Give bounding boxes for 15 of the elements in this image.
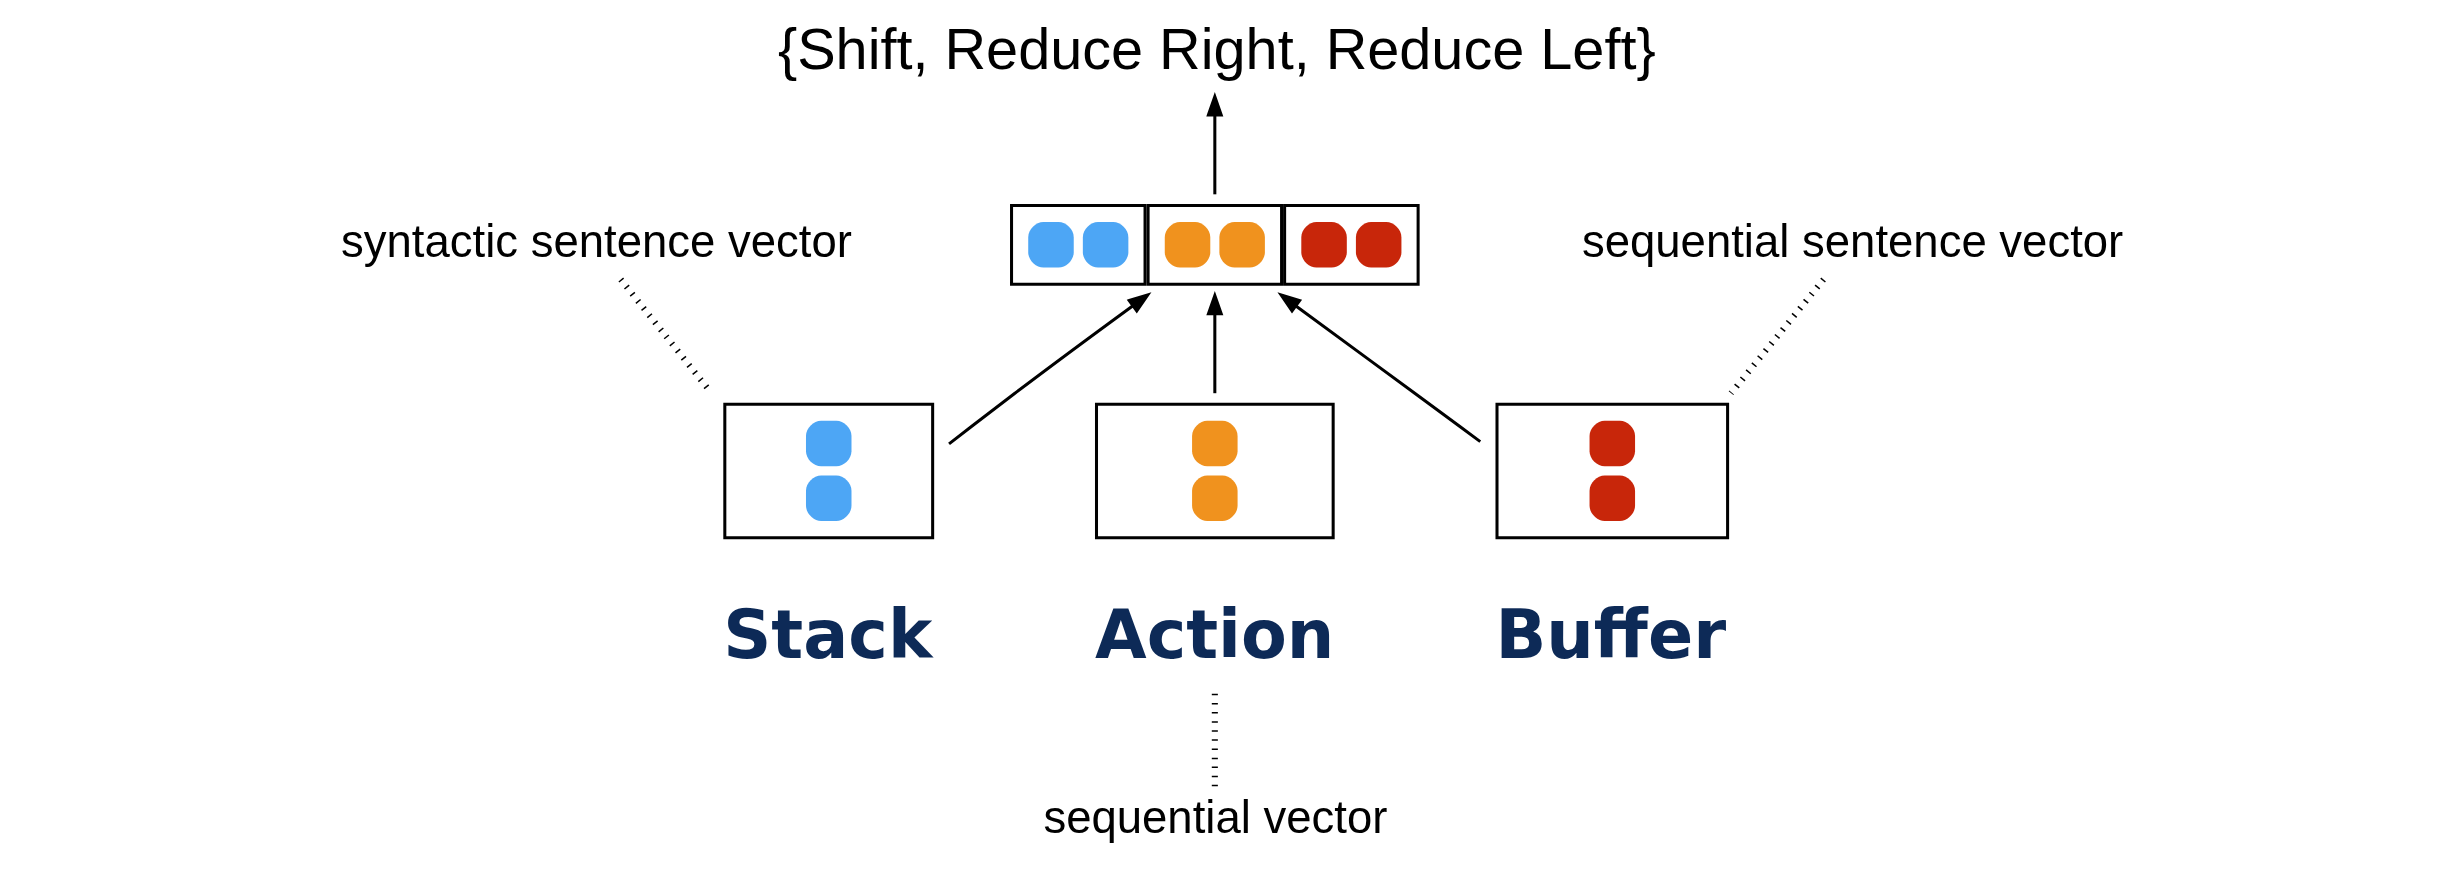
node-text: syntactic sentence vector	[341, 216, 852, 267]
node-text: sequential sentence vector	[1581, 216, 2124, 267]
arrow	[948, 292, 1152, 446]
node-label: Stack	[723, 595, 933, 674]
arrow	[1277, 292, 1482, 443]
arrow	[1206, 291, 1224, 394]
arrow	[1206, 92, 1224, 195]
connector	[1728, 277, 1826, 396]
node-label: Action	[1094, 595, 1335, 674]
node-box	[723, 402, 935, 540]
node-box	[1095, 402, 1335, 540]
node-text: {Shift, Reduce Right, Reduce Left}	[777, 17, 1656, 82]
node-text: sequential vector	[1043, 791, 1388, 843]
node-label: Buffer	[1495, 595, 1727, 674]
node-box	[1495, 402, 1730, 540]
